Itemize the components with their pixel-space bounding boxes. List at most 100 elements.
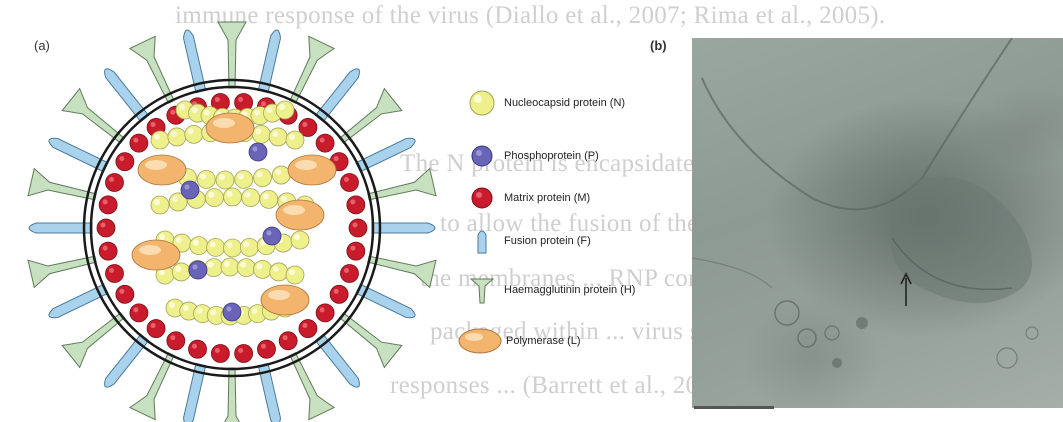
nucleocapsid-protein: [224, 188, 242, 206]
matrix-protein: [189, 340, 207, 358]
legend-item: Matrix protein (M): [462, 183, 590, 213]
phosphoprotein: [181, 181, 199, 199]
nucleocapsid-protein: [168, 128, 186, 146]
nucleocapsid-protein: [216, 171, 234, 189]
matrix-protein: [106, 173, 124, 191]
fusion-spike: [372, 223, 435, 233]
matrix-icon: [462, 183, 502, 213]
nucleocapsid-protein: [269, 128, 287, 146]
polymerase: [261, 285, 309, 315]
polymerase: [132, 240, 180, 270]
matrix-protein: [235, 344, 253, 362]
matrix-protein: [106, 265, 124, 283]
matrix-protein: [116, 285, 134, 303]
polymerase: [206, 113, 254, 143]
legend-item: Fusion protein (F): [462, 226, 591, 256]
nucleocapsid-protein: [221, 258, 239, 276]
nucleocapsid-protein: [235, 170, 253, 188]
haemagglutinin-spike: [280, 36, 334, 108]
polymerase: [288, 155, 336, 185]
legend-item: Polymerase (L): [456, 326, 581, 356]
matrix-protein: [279, 332, 297, 350]
nucleocapsid-protein: [240, 238, 258, 256]
fusion-spike: [47, 135, 108, 171]
matrix-protein: [299, 320, 317, 338]
fusion-spike: [102, 334, 149, 389]
nucleocapsid-protein: [286, 131, 304, 149]
matrix-protein: [211, 344, 229, 362]
scale-bar: [694, 406, 774, 409]
legend-label: Phosphoprotein (P): [504, 150, 599, 162]
matrix-protein: [116, 153, 134, 171]
haemagglutinin-spike: [280, 348, 334, 420]
haemagglutinin-spike: [130, 36, 184, 108]
matrix-protein: [340, 265, 358, 283]
haemagglutinin-spike: [130, 348, 184, 420]
fusion-spike: [102, 66, 149, 121]
legend-label: Fusion protein (F): [504, 235, 591, 247]
nucleocapsid-protein: [207, 238, 225, 256]
fusion-spike: [356, 284, 417, 320]
fusion-icon: [462, 226, 502, 256]
fusion-spike: [356, 135, 417, 171]
phosphoprotein: [263, 227, 281, 245]
legend-item: Phosphoprotein (P): [462, 141, 599, 171]
nucleocapsid-protein: [254, 169, 272, 187]
fusion-spike: [315, 334, 362, 389]
nucleocapsid-protein: [260, 190, 278, 208]
phosphoprotein: [249, 143, 267, 161]
nucleocapsid-protein: [272, 166, 290, 184]
matrix-protein: [99, 242, 117, 260]
nucleocapsid-protein: [254, 260, 272, 278]
matrix-protein: [340, 173, 358, 191]
panel-b-label: (b): [650, 38, 667, 53]
fusion-spike: [47, 284, 108, 320]
envelope-spikes: [28, 22, 436, 422]
polymerase: [138, 155, 186, 185]
matrix-protein: [97, 219, 115, 237]
nucleocapsid-protein: [276, 101, 294, 119]
virus-diagram: [0, 0, 470, 422]
nucleocapsid-protein: [172, 263, 190, 281]
micrograph-detail: [692, 38, 1063, 408]
matrix-protein: [330, 285, 348, 303]
fusion-spike: [315, 66, 362, 121]
matrix-protein: [147, 320, 165, 338]
fusion-spike: [29, 223, 92, 233]
legend-label: Nucleocapsid protein (N): [504, 97, 625, 109]
phosphoprotein-icon: [462, 141, 502, 171]
haemagglutinin-spike: [218, 22, 246, 88]
matrix-protein: [316, 134, 334, 152]
nucleocapsid-protein: [197, 170, 215, 188]
nucleocapsid-protein: [185, 125, 203, 143]
matrix-protein: [257, 340, 275, 358]
nucleocapsid-protein: [252, 125, 270, 143]
nucleocapsid-protein: [224, 239, 242, 257]
matrix-protein: [347, 196, 365, 214]
legend-item: Nucleocapsid protein (N): [462, 88, 625, 118]
nucleocapsid-protein: [242, 189, 260, 207]
matrix-protein: [130, 304, 148, 322]
haemagglutinin-icon: [462, 275, 502, 305]
legend-label: Matrix protein (M): [504, 192, 590, 204]
matrix-protein: [130, 134, 148, 152]
nucleocapsid-protein: [190, 237, 208, 255]
matrix-protein: [167, 332, 185, 350]
polymerase: [276, 200, 324, 230]
nucleocapsid-protein: [151, 196, 169, 214]
nucleocapsid-protein: [237, 259, 255, 277]
electron-micrograph: [692, 38, 1063, 408]
nucleocapsid-protein: [270, 263, 288, 281]
legend-item: Haemagglutinin protein (H): [462, 275, 635, 305]
polymerase-icon: [456, 326, 504, 356]
nucleocapsid-icon: [462, 88, 502, 118]
nucleocapsid-protein: [151, 131, 169, 149]
nucleocapsid-protein: [205, 259, 223, 277]
nucleocapsid-protein: [286, 266, 304, 284]
matrix-protein: [347, 242, 365, 260]
phosphoprotein: [189, 261, 207, 279]
phosphoprotein: [223, 303, 241, 321]
matrix-protein: [349, 219, 367, 237]
legend-label: Haemagglutinin protein (H): [504, 284, 635, 296]
matrix-protein: [99, 196, 117, 214]
